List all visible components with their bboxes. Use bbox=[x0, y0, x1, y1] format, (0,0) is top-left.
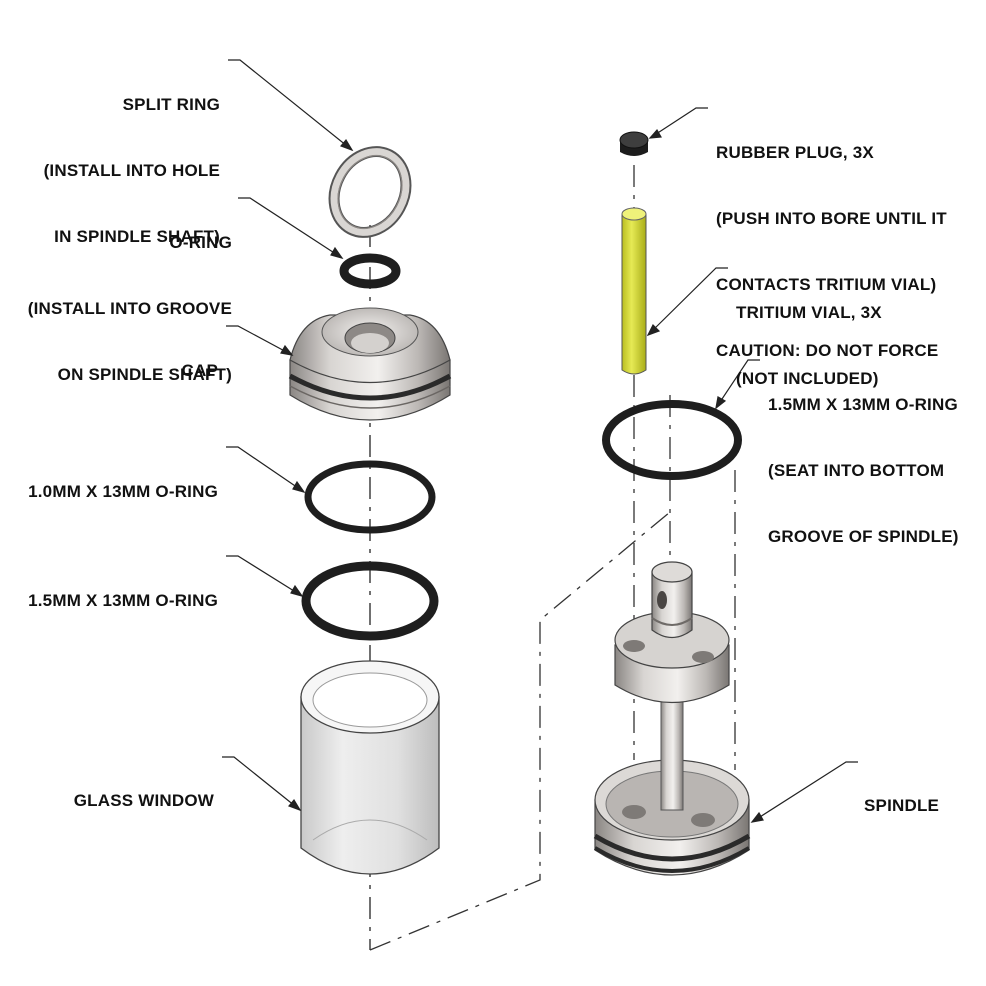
label-cap: CAP bbox=[181, 361, 218, 380]
label-o-ring-shaft: O-RING (INSTALL INTO GROOVE ON SPINDLE S… bbox=[27, 233, 232, 384]
label-o-ring-1-5mm-left: 1.5MM X 13MM O-RING bbox=[28, 591, 218, 610]
label-spindle: SPINDLE bbox=[864, 796, 940, 815]
label-o-ring-1-5mm-right: 1.5MM X 13MM O-RING (SEAT INTO BOTTOM GR… bbox=[768, 395, 959, 546]
o-ring-1-0mm-part bbox=[304, 460, 436, 534]
split-ring-part bbox=[328, 146, 412, 238]
label-o-ring-1-0mm: 1.0MM X 13MM O-RING bbox=[28, 482, 218, 501]
label-glass-window: GLASS WINDOW bbox=[73, 791, 214, 810]
label-split-ring: SPLIT RING (INSTALL INTO HOLE IN SPINDLE… bbox=[43, 95, 220, 246]
tritium-vial-part bbox=[621, 207, 647, 375]
alignment-line bbox=[369, 511, 671, 951]
shaft-o-ring-part bbox=[339, 253, 401, 289]
label-rubber-plug: RUBBER PLUG, 3X (PUSH INTO BORE UNTIL IT… bbox=[716, 143, 947, 360]
o-ring-1-5mm-left-part bbox=[301, 561, 439, 641]
rubber-plug-part bbox=[619, 131, 649, 156]
leader-lines bbox=[222, 59, 858, 823]
glass-window-part bbox=[300, 660, 440, 875]
o-ring-1-5mm-right-part bbox=[602, 400, 742, 480]
label-tritium-vial: TRITIUM VIAL, 3X (NOT INCLUDED) bbox=[736, 303, 882, 388]
cap-part bbox=[288, 307, 452, 421]
spindle-part bbox=[593, 561, 751, 876]
